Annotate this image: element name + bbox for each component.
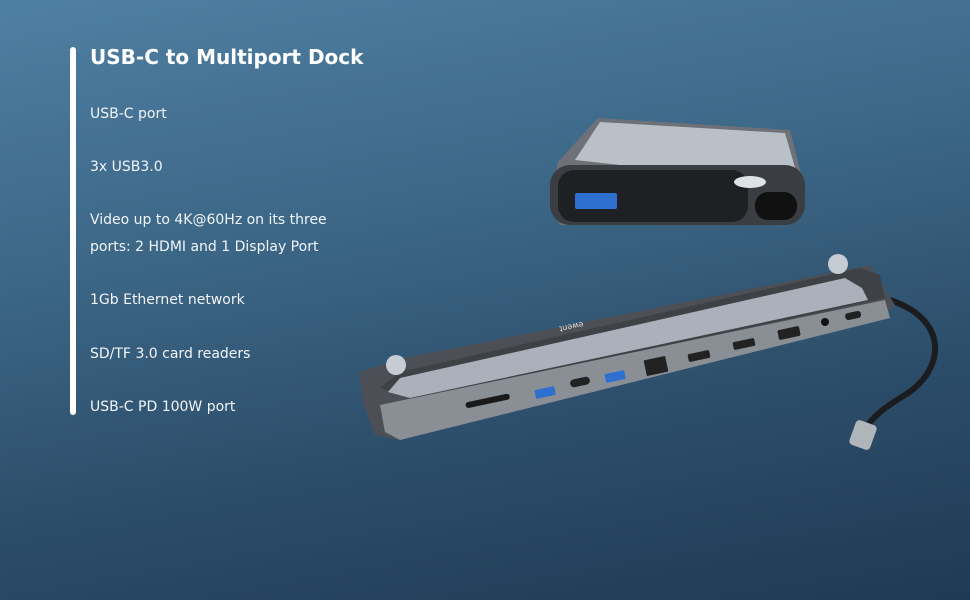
feature-card-readers: SD/TF 3.0 card readers: [90, 346, 251, 362]
feature-video-line2: ports: 2 HDMI and 1 Display Port: [90, 239, 319, 255]
usb-a-port-icon: [575, 193, 617, 209]
dock-side-view: [550, 118, 805, 225]
dock-main-view: ewent: [360, 254, 939, 450]
feature-usb3: 3x USB3.0: [90, 159, 163, 175]
feature-video-line1: Video up to 4K@60Hz on its three: [90, 212, 327, 228]
feature-pd: USB-C PD 100W port: [90, 399, 236, 415]
accent-bar: [70, 47, 76, 415]
feature-ethernet: 1Gb Ethernet network: [90, 292, 245, 308]
page-title: USB-C to Multiport Dock: [90, 45, 364, 69]
feature-usb-c: USB-C port: [90, 106, 167, 122]
